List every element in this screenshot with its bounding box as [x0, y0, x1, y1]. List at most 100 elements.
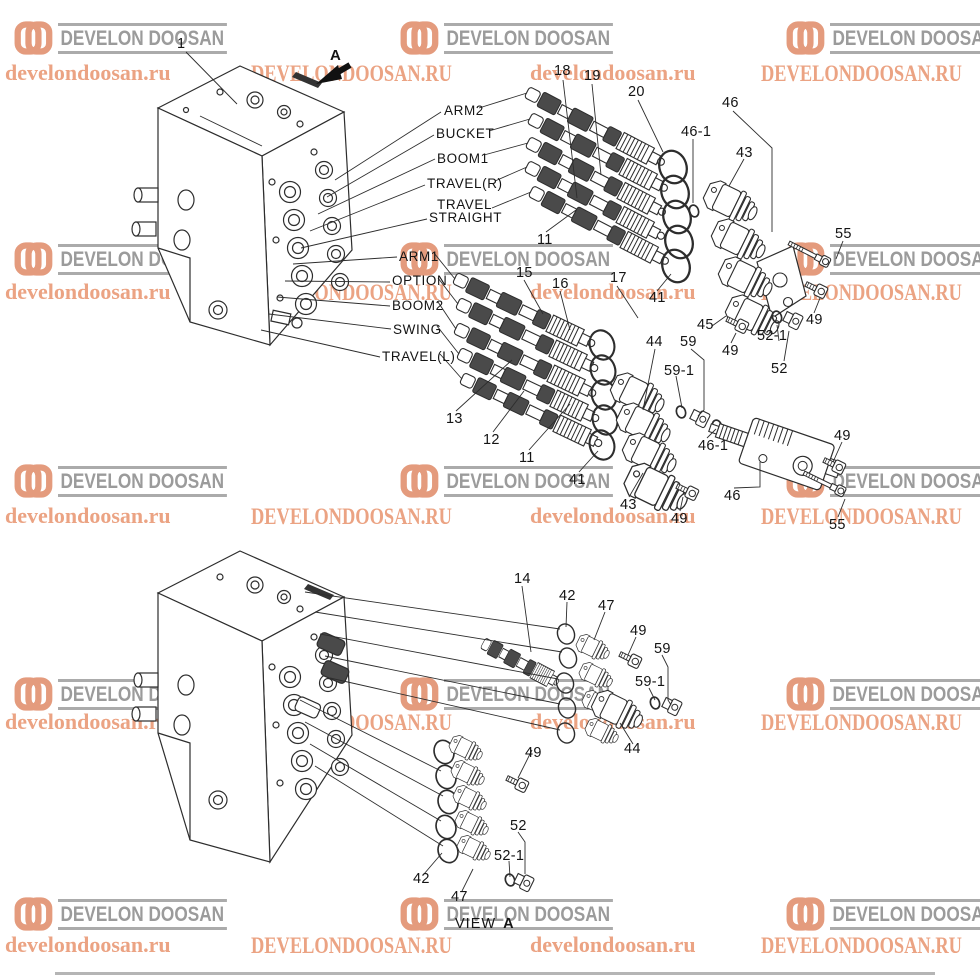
develon-logo-text: DEVELON DOOSAN	[444, 898, 613, 930]
callout-52-1: 52-1	[494, 848, 525, 864]
port-label-bucket: BUCKET	[436, 126, 495, 141]
develon-logo-icon	[14, 677, 53, 711]
o-ring	[434, 835, 462, 867]
develon-logo-icon	[400, 464, 439, 498]
callout-41: 41	[649, 290, 666, 306]
o-ring	[656, 244, 696, 288]
develon-logo-icon	[786, 21, 825, 55]
develon-logo-text: DEVELON DOOSAN	[444, 243, 613, 275]
callout-11: 11	[519, 450, 535, 466]
callout-46-1: 46-1	[681, 124, 712, 140]
view-direction-label: A	[330, 47, 342, 64]
callout-1: 1	[177, 36, 186, 52]
o-ring	[657, 195, 697, 239]
o-ring	[432, 811, 460, 843]
develon-doosan-logo: DEVELON DOOSAN	[399, 20, 650, 56]
spool	[478, 634, 563, 691]
callout-49: 49	[722, 343, 739, 359]
o-ring	[554, 719, 578, 747]
callout-44: 44	[624, 741, 641, 757]
develon-doosan-logo: DEVELON DOOSAN	[399, 896, 650, 932]
port-label-boom2: BOOM2	[392, 298, 444, 313]
callout-49: 49	[525, 745, 542, 761]
watermark-url: develondoosan.ru	[5, 503, 171, 528]
port-label-swing: SWING	[393, 322, 442, 337]
callout-13: 13	[446, 411, 463, 427]
develon-doosan-logo: DEVELON DOOSAN	[785, 20, 980, 56]
callout-52: 52	[510, 818, 527, 834]
watermark-url: develondoosan.ru	[530, 932, 696, 957]
callout-46: 46	[724, 488, 741, 504]
o-ring	[556, 644, 580, 672]
develon-doosan-logo: DEVELON DOOSAN	[785, 676, 980, 712]
callout-15: 15	[516, 265, 533, 281]
callout-59-1: 59-1	[664, 363, 695, 379]
o-ring	[555, 694, 579, 722]
watermark-url: DEVELONDOOSAN.RU	[761, 61, 962, 86]
cap-stack-bottom-lower	[446, 732, 495, 866]
callout-59: 59	[654, 641, 671, 657]
callout-43: 43	[736, 145, 753, 161]
callout-43: 43	[620, 497, 637, 513]
develon-logo-icon	[786, 897, 825, 931]
port-label-boom1: BOOM1	[437, 151, 489, 166]
callout-49: 49	[630, 623, 647, 639]
callout-47: 47	[598, 598, 615, 614]
callout-45: 45	[697, 317, 714, 333]
develon-logo-icon	[400, 677, 439, 711]
o-ring	[659, 220, 699, 264]
callout-49: 49	[671, 511, 688, 527]
o-ring	[655, 170, 695, 214]
callout-52: 52	[771, 361, 788, 377]
callout-46-1: 46-1	[698, 438, 729, 454]
leader-lines-top	[185, 51, 846, 518]
socket-bolt	[802, 278, 829, 300]
watermark-url: DEVELONDOOSAN.RU	[761, 504, 962, 529]
view-direction-arrow	[316, 62, 352, 84]
spool-bank-lower	[450, 269, 606, 454]
pilot-cap	[454, 832, 495, 866]
leader-lines-bottom	[299, 585, 672, 892]
socket-bolt	[503, 772, 530, 794]
develon-logo-icon	[786, 677, 825, 711]
develon-logo-text: DEVELON DOOSAN	[58, 898, 227, 930]
main-valve-block-top	[131, 65, 353, 347]
callout-19: 19	[584, 68, 601, 84]
pilot-cap	[452, 807, 493, 841]
watermark-url: develondoosan.ru	[530, 503, 696, 528]
callout-14: 14	[514, 571, 531, 587]
callout-17: 17	[610, 270, 627, 286]
port-label-travel-straight: TRAVEL	[437, 197, 493, 212]
watermark-url: DEVELONDOOSAN.RU	[761, 710, 962, 735]
callout-42: 42	[413, 871, 430, 887]
callout-42: 42	[559, 588, 576, 604]
watermark-url: DEVELONDOOSAN.RU	[251, 504, 452, 529]
watermark-url: develondoosan.ru	[5, 60, 171, 85]
main-valve-block-bottom	[131, 550, 353, 864]
callout-12: 12	[483, 432, 500, 448]
port-label-travel-straight2: STRAIGHT	[429, 210, 503, 225]
watermark-url: develondoosan.ru	[5, 932, 171, 957]
develon-doosan-logo: DEVELON DOOSAN	[13, 463, 264, 499]
callout-59-1: 59-1	[635, 674, 666, 690]
develon-doosan-logo: DEVELON DOOSAN	[399, 241, 650, 277]
callout-52-1: 52-1	[757, 328, 788, 344]
pilot-cap	[573, 631, 614, 665]
develon-logo-text: DEVELON DOOSAN	[830, 22, 980, 54]
develon-doosan-logo: DEVELON DOOSAN	[13, 20, 264, 56]
callout-11: 11	[537, 232, 553, 248]
callout-20: 20	[628, 84, 645, 100]
plug	[688, 406, 712, 429]
small-o-ring	[674, 404, 688, 420]
port-label-arm2: ARM2	[444, 103, 484, 118]
watermark-url: develondoosan.ru	[530, 279, 696, 304]
callout-49: 49	[834, 428, 851, 444]
watermark-url: DEVELONDOOSAN.RU	[761, 933, 962, 958]
callout-55: 55	[835, 226, 852, 242]
port-label-travel-l: TRAVEL(L)	[382, 349, 456, 364]
develon-doosan-logo: DEVELON DOOSAN	[785, 896, 980, 932]
develon-logo-text: DEVELON DOOSAN	[830, 678, 980, 710]
develon-logo-icon	[14, 21, 53, 55]
